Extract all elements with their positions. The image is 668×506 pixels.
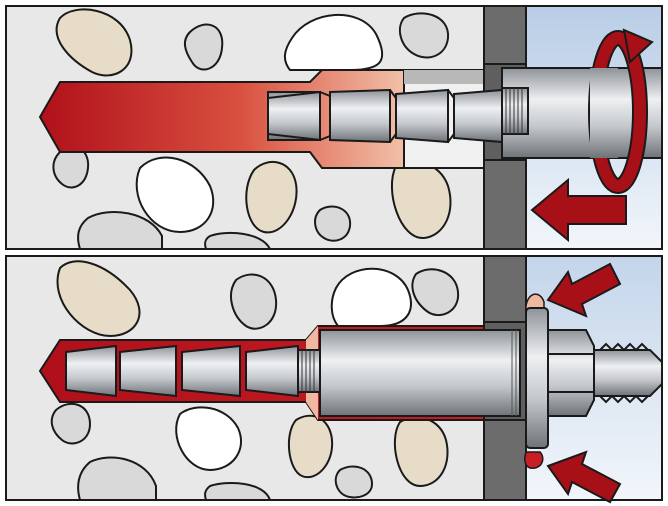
panel-setting bbox=[5, 255, 663, 504]
threaded-rod-end bbox=[593, 342, 663, 404]
inward-arrow-icon bbox=[546, 450, 622, 504]
panel-installation bbox=[5, 5, 663, 250]
aggregate-stones-top bbox=[52, 8, 452, 250]
inward-arrow-icon bbox=[546, 262, 622, 318]
anchor-cones-bottom bbox=[65, 344, 321, 398]
anchor-sleeve-bottom bbox=[319, 329, 521, 417]
push-arrow-icon bbox=[530, 177, 627, 243]
hex-nut bbox=[547, 329, 595, 417]
washer bbox=[525, 307, 549, 449]
rotation-arrow-icon bbox=[588, 28, 654, 194]
mortar-overflow-bottom bbox=[524, 451, 544, 469]
